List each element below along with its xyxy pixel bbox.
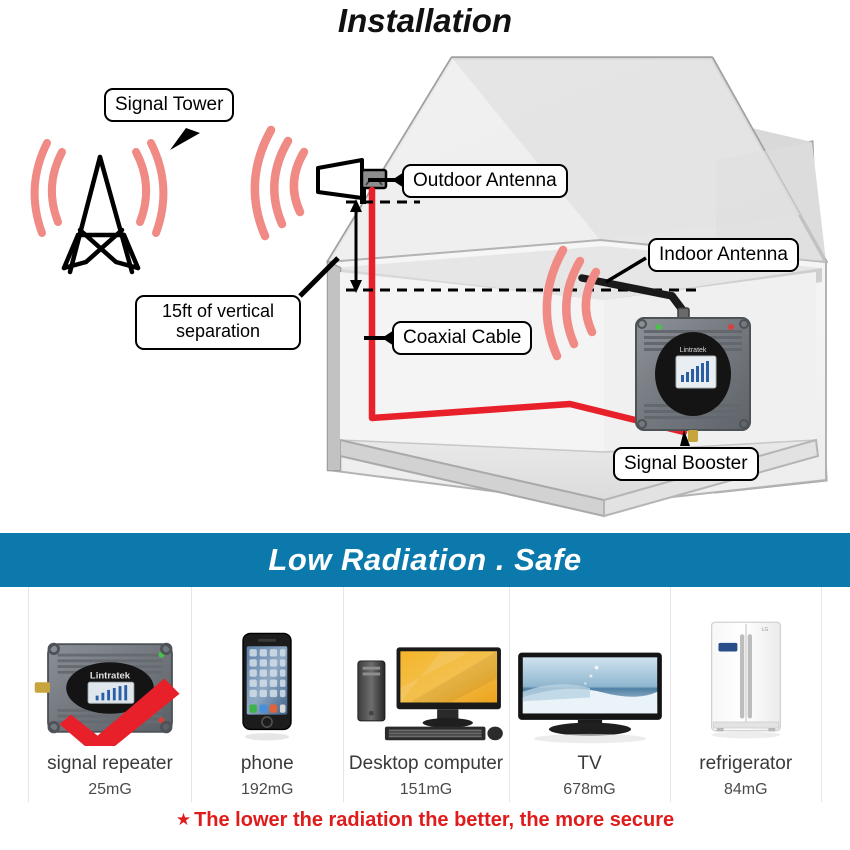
installation-diagram: Lintratek [30,56,828,518]
callout-signal-booster: Signal Booster [613,447,759,482]
svg-text:LG: LG [761,627,768,633]
low-radiation-banner: Low Radiation . Safe [0,533,850,587]
callout-indoor-antenna: Indoor Antenna [648,238,799,273]
callout-coaxial-cable: Coaxial Cable [392,321,533,356]
device-cell-refrigerator: LG refrigerator 84mG [671,587,822,802]
device-cell-desktop-computer: Desktop computer 151mG [344,587,510,802]
refrigerator-icon: LG [671,601,822,746]
tower-signal-waves-left [30,139,66,237]
device-name: signal repeater [47,753,173,774]
svg-text:Lintratek: Lintratek [90,670,131,681]
star-icon: ★ [175,810,192,829]
signal-tower-icon [61,154,141,275]
device-name: phone [240,753,294,774]
radiation-footnote: ★The lower the radiation the better, the… [0,809,850,832]
signal-booster-device: Lintratek [635,317,751,442]
footnote-text: The lower the radiation the better, the … [194,809,675,831]
device-value: 25mG [88,781,132,798]
device-cell-phone: phone 192mG [192,587,344,802]
svg-text:Lintratek: Lintratek [680,347,707,354]
callout-signal-tower: Signal Tower [104,88,235,123]
tower-signal-waves-right [132,139,168,237]
callout-vertical-separation: 15ft of vertical separation [135,295,301,350]
outdoor-antenna-waves [250,125,309,241]
device-cell-signal-repeater: Lintratek [28,587,192,802]
device-value: 192mG [241,781,294,798]
device-value: 84mG [723,781,768,798]
indoor-antenna-waves [542,245,601,361]
television-icon [510,601,670,746]
callout-outdoor-antenna: Outdoor Antenna [402,164,568,199]
signal-repeater-icon: Lintratek [29,601,191,746]
device-grid: Lintratek [28,587,822,802]
coaxial-cable-path [368,186,688,436]
smartphone-icon [192,601,343,746]
device-name: TV [577,753,602,774]
red-check-icon [59,678,180,746]
device-name: refrigerator [699,753,793,774]
banner-title: Low Radiation . Safe [268,542,582,577]
radiation-comparison-section: Lintratek [0,587,850,850]
installation-section: Installation [30,2,828,518]
device-name: Desktop computer [348,753,504,774]
device-value: 678mG [563,781,616,798]
device-value: 151mG [399,781,453,798]
page-title: Installation [337,2,513,39]
desktop-computer-icon [344,601,509,746]
device-cell-tv: TV 678mG [510,587,671,802]
